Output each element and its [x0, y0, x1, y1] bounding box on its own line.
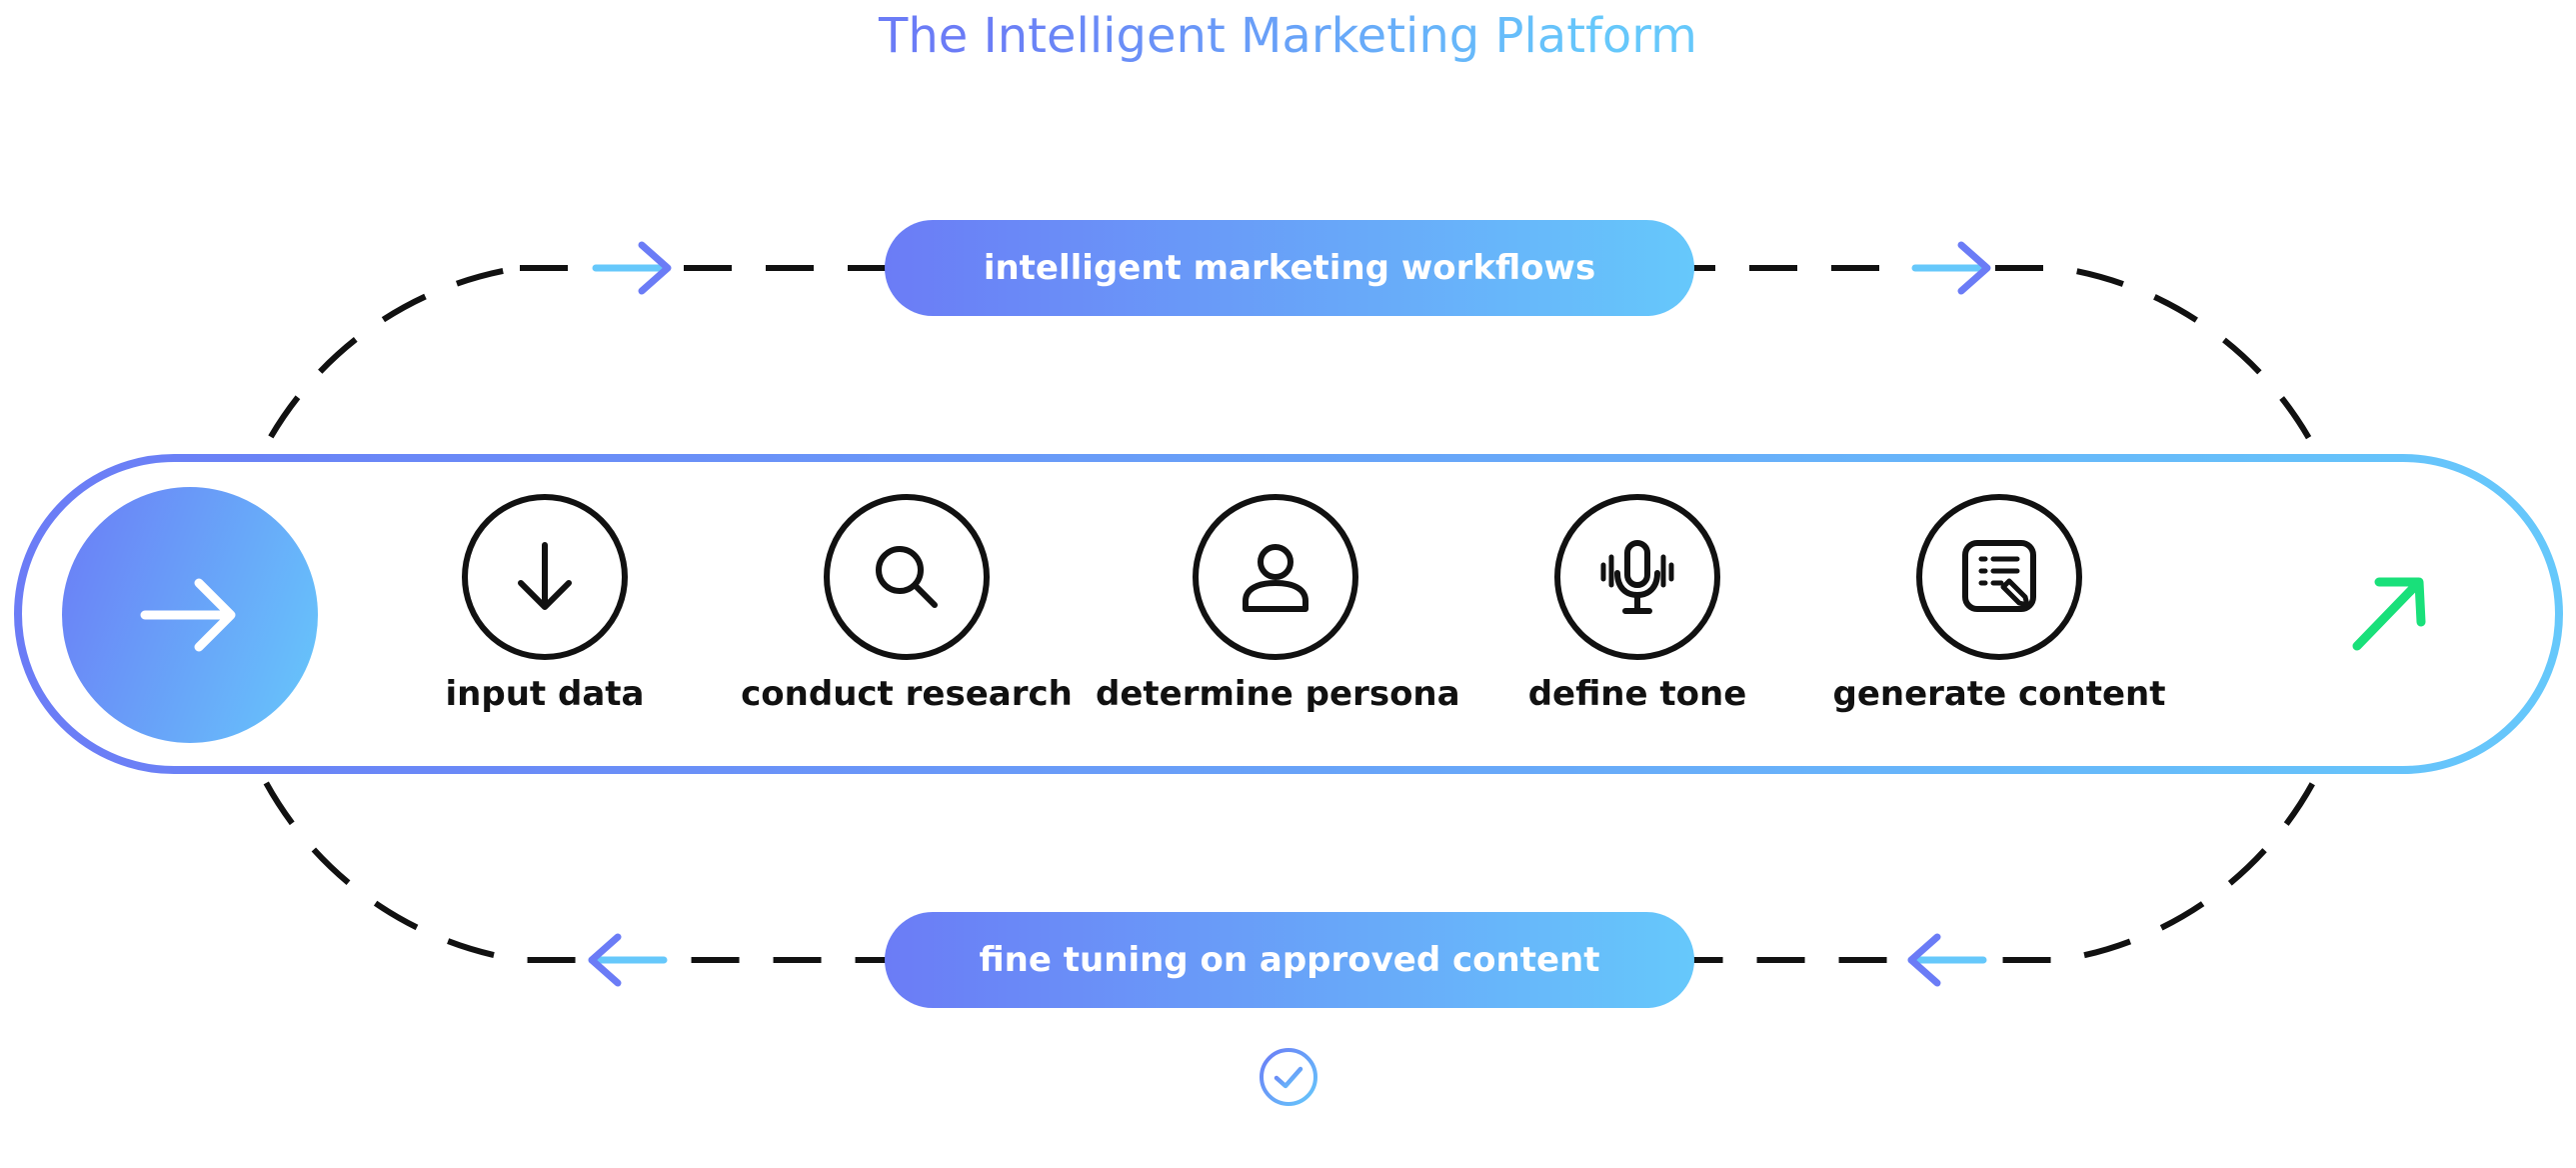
workflow-label-top: intelligent marketing workflows [885, 220, 1694, 316]
step-circle [462, 494, 628, 660]
flow-arrow-bottom-left-icon [588, 933, 668, 987]
download-arrow-icon [518, 542, 572, 610]
step-generate-content: generate content [1819, 494, 2179, 714]
start-button[interactable] [62, 487, 318, 743]
search-icon [876, 546, 938, 608]
step-circle [1193, 494, 1358, 660]
flow-arrow-top-left-icon [592, 241, 672, 295]
flow-arrow-bottom-right-icon [1907, 933, 1987, 987]
microphone-icon [1600, 540, 1674, 614]
step-circle [1554, 494, 1720, 660]
page-title: The Intelligent Marketing Platform [0, 2, 2576, 70]
workflow-label-bottom: fine tuning on approved content [885, 912, 1694, 1008]
step-label: conduct research [741, 674, 1073, 714]
step-input-data: input data [365, 494, 725, 714]
person-icon [1243, 544, 1308, 612]
step-label: define tone [1527, 674, 1747, 714]
step-define-tone: define tone [1457, 494, 1817, 714]
arrow-right-icon [140, 578, 236, 652]
step-determine-persona: determine persona [1096, 494, 1460, 714]
step-circle [1916, 494, 2082, 660]
check-circle-icon [1260, 1048, 1317, 1106]
arrow-up-right-icon [2352, 577, 2426, 651]
step-label: determine persona [1096, 674, 1460, 714]
step-label: input data [445, 674, 645, 714]
document-edit-icon [1962, 540, 2036, 612]
step-conduct-research: conduct research [727, 494, 1087, 714]
flow-arrow-top-right-icon [1911, 241, 1991, 295]
step-circle [824, 494, 990, 660]
step-label: generate content [1832, 674, 2166, 714]
